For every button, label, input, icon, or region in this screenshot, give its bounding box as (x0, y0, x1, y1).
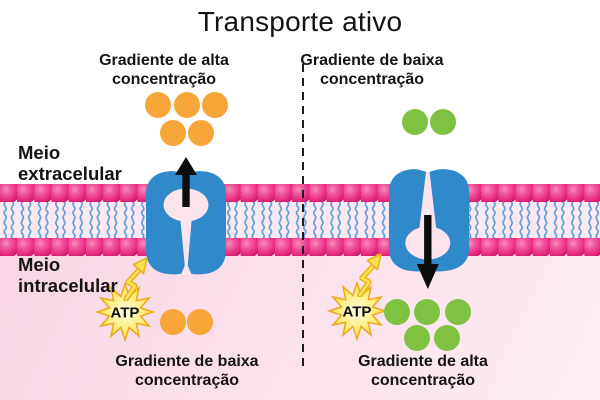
molecule-dot-green (402, 109, 428, 135)
atp-label-right: ATP (343, 304, 372, 321)
label-line: concentração (111, 71, 217, 88)
label-line: extracelular (18, 163, 122, 184)
transport-arrow-up (175, 157, 197, 207)
panel-divider-dashed-line (302, 64, 305, 367)
diagram-title: Transporte ativo (197, 6, 403, 37)
label-line: Gradiente de alta (99, 52, 229, 69)
label-line: concentração (134, 372, 240, 389)
protein-bottom-notch (181, 262, 192, 275)
label-line: intracelular (18, 275, 118, 296)
protein-channel-slit (180, 216, 192, 268)
molecule-dot-orange (145, 92, 171, 118)
transport-protein-left (146, 157, 226, 275)
label-extracellular: Meio extracelular (18, 142, 122, 184)
label-intracellular: Meio intracelular (18, 254, 118, 296)
label-left-top-gradient: Gradiente de alta concentração (99, 51, 229, 89)
label-line: Gradiente de baixa (115, 353, 259, 370)
label-line: Gradiente de baixa (300, 52, 444, 69)
label-line: Meio (18, 142, 61, 163)
atp-star-left: ATP (95, 282, 155, 342)
label-line: concentração (370, 372, 476, 389)
transport-arrow-down (416, 215, 439, 289)
energy-bolt-right (357, 253, 382, 297)
molecule-dot-orange (160, 120, 186, 146)
atp-label-left: ATP (111, 305, 140, 322)
molecule-dot-orange (188, 120, 214, 146)
atp-burst-shape (95, 282, 155, 342)
label-line: Meio (18, 254, 61, 275)
label-left-bottom-gradient: Gradiente de baixa concentração (115, 352, 258, 390)
lipid-heads-top-row (0, 184, 600, 202)
molecule-dot-green (430, 109, 456, 135)
lipid-tails (0, 201, 600, 239)
atp-star-right: ATP (327, 281, 387, 341)
label-right-top-gradient: Gradiente de baixa concentração (300, 51, 443, 89)
transport-protein-right (389, 169, 469, 289)
label-right-bottom-gradient: Gradiente de alta concentração (358, 352, 488, 390)
label-line: concentração (319, 71, 425, 88)
molecule-dot-orange (174, 92, 200, 118)
molecule-dot-orange (202, 92, 228, 118)
protein-channel-funnel (419, 171, 437, 231)
atp-burst-shape (327, 281, 387, 341)
label-line: Gradiente de alta (358, 353, 488, 370)
energy-bolt-left (123, 257, 148, 301)
